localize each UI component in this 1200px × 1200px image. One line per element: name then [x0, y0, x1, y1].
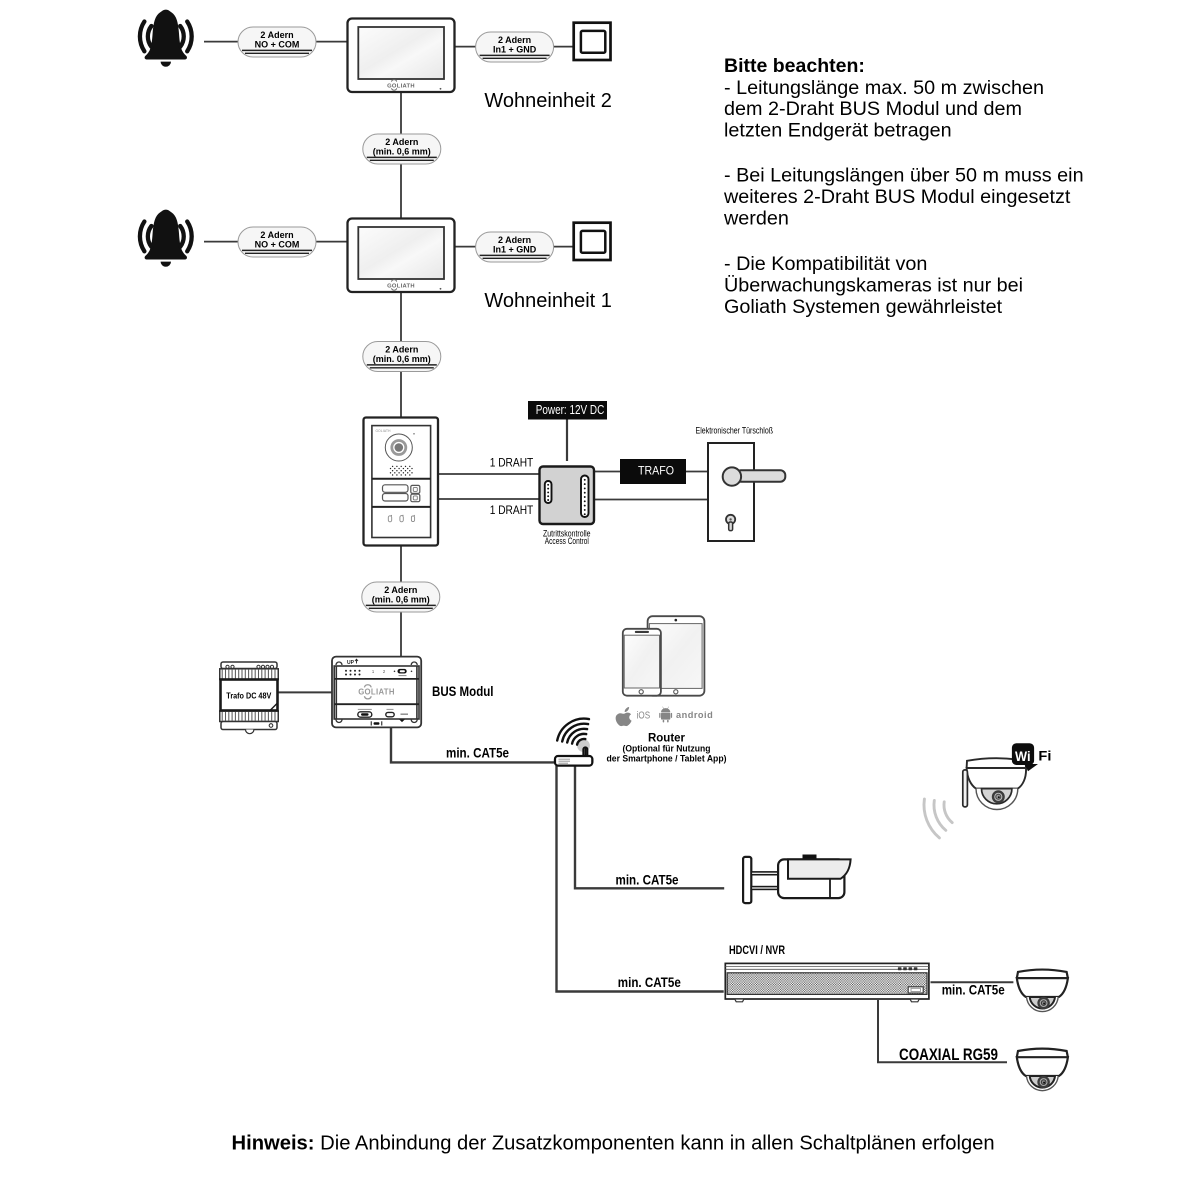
svg-text:NO + COM: NO + COM	[255, 240, 300, 250]
svg-text:- Bei Leitungslängen über 50 m: - Bei Leitungslängen über 50 m muss ein	[724, 164, 1084, 186]
svg-text:Bitte beachten:: Bitte beachten:	[724, 55, 865, 77]
svg-text:Goliath Systemen gewährleistet: Goliath Systemen gewährleistet	[724, 296, 1003, 318]
svg-text:Zutrittskontrolle: Zutrittskontrolle	[543, 528, 591, 538]
svg-text:NO + COM: NO + COM	[255, 40, 300, 50]
svg-text:2: 2	[383, 669, 386, 674]
svg-text:Fi: Fi	[1038, 747, 1051, 763]
svg-text:der Smartphone / Tablet App): der Smartphone / Tablet App)	[607, 753, 727, 764]
svg-text:iOS: iOS	[637, 710, 651, 721]
svg-text:Router: Router	[648, 731, 685, 745]
svg-text:Überwachungskameras ist nur be: Überwachungskameras ist nur bei	[724, 275, 1023, 297]
svg-text:2 Adern: 2 Adern	[498, 35, 531, 45]
svg-text:GOLIATH: GOLIATH	[376, 429, 392, 433]
svg-text:BUS Modul: BUS Modul	[432, 683, 494, 699]
svg-text:- Leitungslänge max. 50 m zwis: - Leitungslänge max. 50 m zwischen	[724, 77, 1044, 99]
svg-text:2 Adern: 2 Adern	[384, 585, 417, 595]
svg-text:In1 + GND: In1 + GND	[493, 245, 537, 255]
svg-text:Trafo DC 48V: Trafo DC 48V	[226, 691, 272, 700]
svg-text:- Die Kompatibilität von: - Die Kompatibilität von	[724, 253, 927, 275]
svg-text:min. CAT5e: min. CAT5e	[616, 871, 679, 887]
svg-text:Power: 12V DC: Power: 12V DC	[536, 402, 605, 417]
svg-text:werden: werden	[723, 208, 789, 230]
svg-text:1 DRAHT: 1 DRAHT	[490, 455, 534, 469]
svg-text:(Optional für Nutzung: (Optional für Nutzung	[623, 744, 711, 755]
svg-text:2 Adern: 2 Adern	[260, 30, 293, 40]
svg-text:2 Adern: 2 Adern	[385, 137, 418, 147]
svg-text:Hinweis: Die Anbindung der Zus: Hinweis: Die Anbindung der Zusatzkompone…	[232, 1133, 995, 1155]
svg-text:(min. 0,6 mm): (min. 0,6 mm)	[373, 147, 431, 157]
svg-text:(min. 0,6 mm): (min. 0,6 mm)	[373, 354, 431, 364]
svg-text:2 Adern: 2 Adern	[260, 230, 293, 240]
svg-text:1: 1	[372, 669, 375, 674]
svg-text:Elektronischer Türschloß: Elektronischer Türschloß	[696, 426, 774, 436]
svg-text:2 Adern: 2 Adern	[498, 235, 531, 245]
svg-text:TRAFO: TRAFO	[638, 466, 674, 478]
svg-text:UP: UP	[347, 660, 355, 666]
svg-text:android: android	[676, 710, 713, 721]
svg-text:letzten Endgerät betragen: letzten Endgerät betragen	[724, 120, 952, 142]
svg-text:Wi: Wi	[1015, 749, 1031, 764]
svg-text:Wohneinheit 1: Wohneinheit 1	[484, 290, 612, 312]
svg-text:HDCVI / NVR: HDCVI / NVR	[729, 943, 785, 957]
svg-text:Wohneinheit 2: Wohneinheit 2	[484, 90, 612, 112]
svg-text:dem 2-Draht BUS Modul und dem: dem 2-Draht BUS Modul und dem	[724, 98, 1022, 120]
svg-text:weiteres 2-Draht BUS Modul ein: weiteres 2-Draht BUS Modul eingesetzt	[723, 186, 1071, 208]
svg-text:COAXIAL RG59: COAXIAL RG59	[899, 1045, 998, 1064]
svg-text:GOLIATH: GOLIATH	[358, 687, 395, 696]
svg-text:2 Adern: 2 Adern	[385, 345, 418, 355]
svg-text:min. CAT5e: min. CAT5e	[618, 974, 681, 990]
svg-text:1 DRAHT: 1 DRAHT	[490, 503, 534, 517]
svg-text:min. CAT5e: min. CAT5e	[446, 745, 509, 761]
svg-text:min. CAT5e: min. CAT5e	[942, 981, 1005, 997]
svg-text:In1 + GND: In1 + GND	[493, 45, 537, 55]
svg-text:(min. 0,6 mm): (min. 0,6 mm)	[372, 595, 430, 605]
svg-text:Access Control: Access Control	[545, 536, 589, 546]
